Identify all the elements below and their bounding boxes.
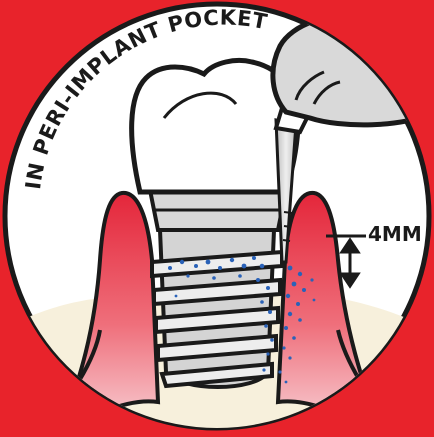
implant-screw-icon — [152, 230, 282, 387]
depth-label: 4MM — [368, 222, 422, 246]
